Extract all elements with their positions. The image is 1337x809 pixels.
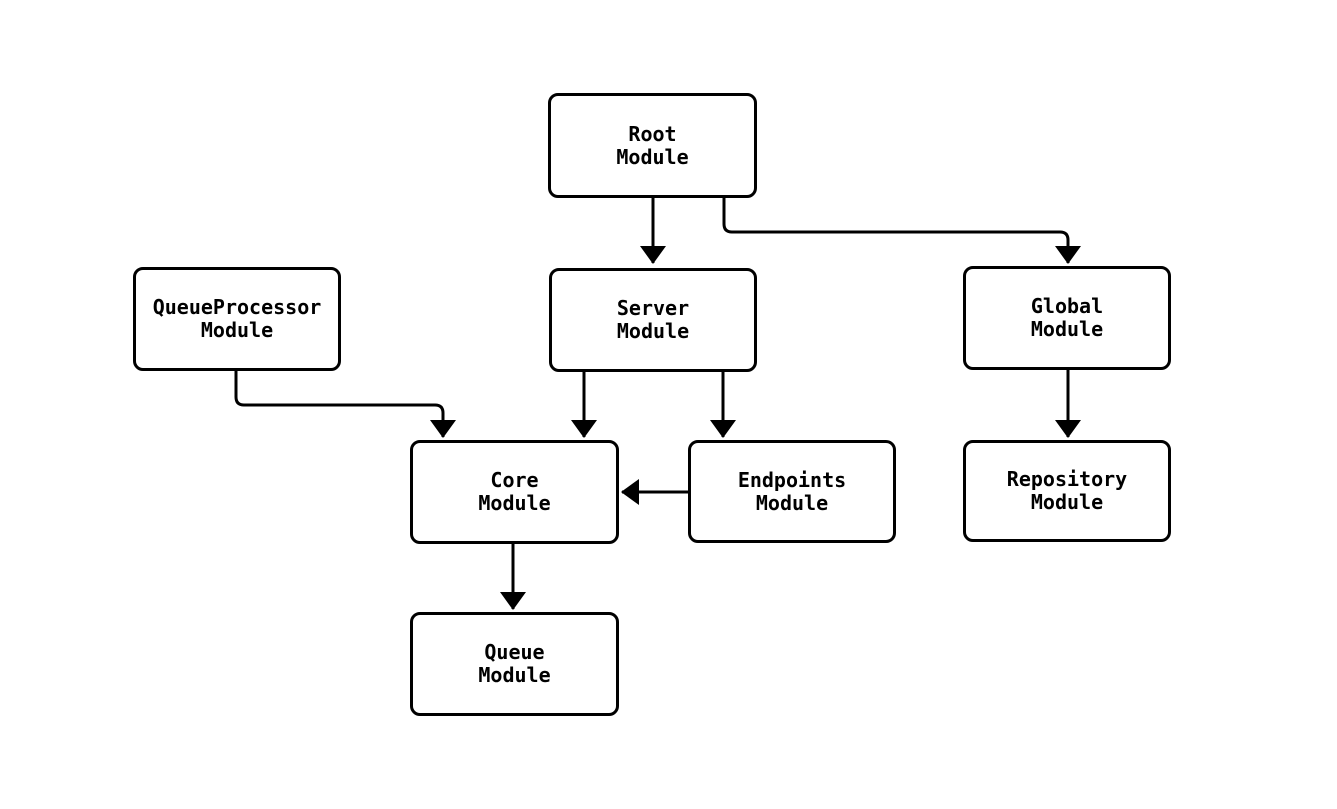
node-queue-module-label: Queue Module	[478, 640, 551, 687]
edge-queueprocessor-to-core	[234, 371, 456, 438]
node-queueprocessor-module: QueueProcessor Module	[133, 267, 341, 371]
node-global-module-label: Global Module	[1030, 294, 1104, 341]
node-root-module-label: Root Module	[616, 121, 689, 169]
node-endpoints-module: Endpoints Module	[688, 440, 896, 543]
node-root-module: Root Module	[548, 93, 757, 198]
node-queueprocessor-module-label: QueueProcessor Module	[152, 295, 322, 342]
node-repository-module: Repository Module	[963, 440, 1171, 542]
node-repository-module-label: Repository Module	[1006, 467, 1128, 514]
node-server-module-label: Server Module	[616, 296, 690, 343]
node-global-module: Global Module	[963, 266, 1171, 370]
edge-root-to-global	[722, 198, 1081, 264]
node-core-module: Core Module	[410, 440, 619, 544]
node-server-module: Server Module	[549, 268, 757, 372]
node-queue-module: Queue Module	[410, 612, 619, 716]
node-core-module-label: Core Module	[478, 468, 551, 515]
node-endpoints-module-label: Endpoints Module	[737, 467, 847, 515]
